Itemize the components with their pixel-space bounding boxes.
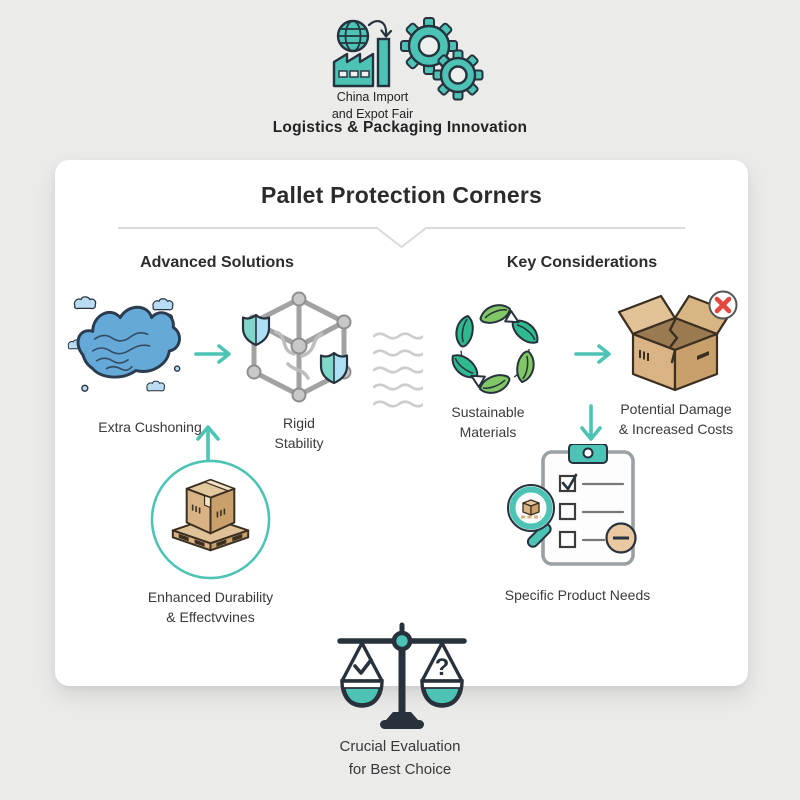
label-crucial-line2: for Best Choice <box>348 760 452 778</box>
fair-name: China Import and Expot Fair <box>295 89 450 122</box>
label-enhanced-line1: Enhanced Durability <box>147 589 274 605</box>
wavy-divider-icon <box>373 332 423 408</box>
factory-globe-icon <box>332 19 393 88</box>
label-sustainable-line1: Sustainable <box>451 404 525 420</box>
svg-text:?: ? <box>435 654 450 681</box>
notched-divider <box>118 227 685 248</box>
label-extra-cushioning: Extra Cushoning <box>98 419 202 435</box>
scale-right-pan: ? <box>420 641 464 708</box>
label-rigid-stability: Rigid Stability <box>237 414 361 454</box>
recycle-leaves-icon <box>451 304 539 394</box>
arrow-up-icon <box>196 425 220 463</box>
label-crucial-evaluation: Crucial Evaluation for Best Choice <box>290 736 510 781</box>
arrow-right-icon <box>574 344 611 364</box>
page-title: Pallet Protection Corners <box>260 182 543 208</box>
section-heading-advanced-solutions: Advanced Solutions <box>140 254 294 271</box>
label-rigid-line1: Rigid <box>283 415 315 431</box>
label-specific-product-needs: Specific Product Needs <box>504 587 651 603</box>
label-potential-line2: & Increased Costs <box>618 420 734 437</box>
label-crucial-line1: Crucial Evaluation <box>339 738 461 755</box>
label-potential-damage: Potential Damage & Increased Costs <box>600 400 752 440</box>
event-subtitle: Logistics & Packaging Innovation <box>272 119 528 136</box>
label-sustainable-line2: Materials <box>459 423 517 440</box>
label-potential-line1: Potential Damage <box>620 401 732 417</box>
fair-name-line1: China Import <box>336 90 409 104</box>
label-enhanced-durability: Enhanced Durability & Effectvvines <box>123 588 298 628</box>
balance-scale-icon: ? <box>337 622 467 729</box>
gears-icon <box>400 17 484 101</box>
fair-name-line2: and Expot Fair <box>331 106 414 121</box>
arrow-down-icon <box>580 404 602 441</box>
main-card: Pallet Protection Corners Advanced Solut… <box>55 160 748 686</box>
arrow-right-icon <box>194 344 231 364</box>
box-on-pallet-icon <box>150 459 271 580</box>
cushion-foam-icon <box>67 296 181 392</box>
cube-lattice-shield-icon <box>241 291 352 403</box>
clipboard-checklist-icon <box>507 444 637 566</box>
scale-left-pan <box>340 641 384 708</box>
damaged-box-icon <box>617 290 738 392</box>
label-enhanced-line2: & Effectvvines <box>166 608 255 625</box>
label-rigid-line2: Stability <box>274 434 324 451</box>
label-sustainable-materials: Sustainable Materials <box>432 403 544 443</box>
section-heading-key-considerations: Key Considerations <box>506 254 658 271</box>
